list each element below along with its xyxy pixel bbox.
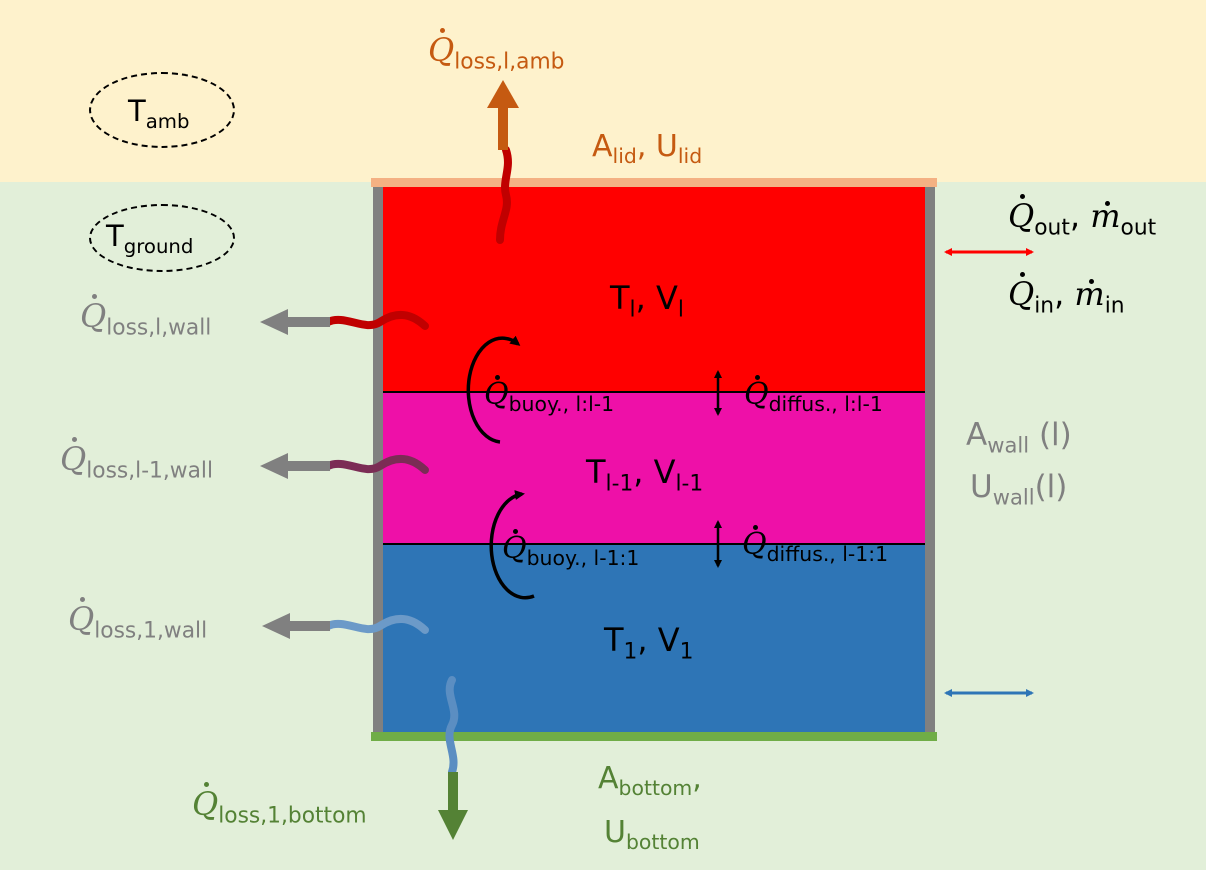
loss-ambient-arrow [487, 80, 519, 244]
buoyancy-lower-label: Qbuoy., l-1:1 [502, 528, 640, 571]
ambient-temp-ellipse [89, 72, 235, 148]
wall-area-label: Awall (l) [966, 417, 1072, 458]
wall-u-label: Uwall(l) [970, 469, 1068, 510]
loss-wall-top-arrow [260, 309, 429, 335]
loss-wall-top-label: Qloss,l,wall [80, 294, 212, 341]
loss-wall-middle-arrow [260, 453, 429, 479]
loss-wall-middle-label: Qloss,l-1,wall [60, 437, 214, 484]
layer-bottom-label: T1, V1 [604, 621, 694, 665]
buoy-upper-circle [466, 335, 521, 444]
flow-out-label: Qout, mout [1008, 194, 1157, 241]
diffusion-upper-label: Qdiffus., l:l-1 [744, 374, 883, 417]
loss-bottom-label: Qloss,1,bottom [192, 782, 367, 829]
bottom-u-label: Ubottom [604, 815, 700, 855]
loss-ambient-label: Qloss,l,amb [428, 28, 565, 75]
buoy-lower-circle [489, 490, 535, 600]
flow-in-label: Qin, min [1008, 272, 1125, 319]
layer-middle-label: Tl-1, Vl-1 [586, 453, 704, 497]
ground-temp-ellipse [89, 204, 235, 272]
bottom-area-label: Abottom, [598, 761, 702, 801]
layer-top-label: Tl, Vl [610, 279, 684, 323]
ambient-temperature: Tamb [128, 94, 190, 133]
loss-wall-bottom-label: Qloss,1,wall [68, 597, 208, 644]
loss-wall-bottom-arrow [262, 613, 429, 639]
tank-bottom-plate [371, 732, 937, 741]
diffusion-lower-label: Qdiffus., l-1:1 [742, 524, 889, 567]
tank-wall-left [373, 186, 383, 734]
tank-lid [371, 178, 937, 187]
ground-temperature: Tground [106, 219, 194, 258]
layer-boundary-upper [383, 391, 925, 393]
tank-wall-right [925, 186, 935, 734]
tank-layer-top [383, 186, 925, 392]
layer-boundary-lower [383, 543, 925, 545]
buoyancy-upper-label: Qbuoy., l:l-1 [484, 374, 615, 417]
lid-parameters: Alid, Ulid [592, 129, 703, 169]
tank-layer-bottom [383, 544, 925, 734]
loss-bottom-arrow [438, 676, 468, 840]
